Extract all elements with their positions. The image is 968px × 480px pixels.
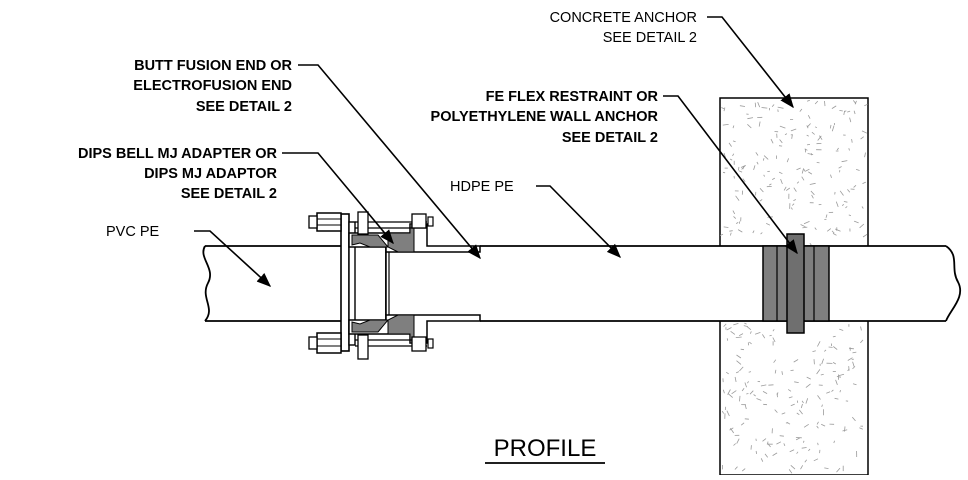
dips-bell-line2: DIPS MJ ADAPTOR xyxy=(144,166,277,182)
concrete-speckle xyxy=(723,172,725,173)
concrete-speckle xyxy=(755,103,756,108)
label-concrete-anchor: CONCRETE ANCHOR SEE DETAIL 2 xyxy=(550,10,697,46)
concrete-speckle xyxy=(780,436,784,437)
butt-fusion-line3: SEE DETAIL 2 xyxy=(196,99,292,115)
concrete-anchor-line2: SEE DETAIL 2 xyxy=(603,30,697,46)
concrete-speckle xyxy=(768,442,769,445)
label-butt-fusion: BUTT FUSION END OR ELECTROFUSION END SEE… xyxy=(133,58,292,115)
drawing-title: PROFILE xyxy=(485,435,605,463)
concrete-speckle xyxy=(777,393,778,397)
label-hdpe: HDPE PE xyxy=(450,179,514,195)
butt-fusion-line1: BUTT FUSION END OR xyxy=(134,58,292,74)
concrete-speckle xyxy=(849,348,854,349)
concrete-speckle xyxy=(817,162,820,163)
concrete-speckle xyxy=(740,396,741,402)
concrete-speckle xyxy=(811,153,812,155)
label-fe-flex: FE FLEX RESTRAINT OR POLYETHYLENE WALL A… xyxy=(431,89,659,146)
concrete-anchor-line1: CONCRETE ANCHOR xyxy=(550,10,697,26)
concrete-speckle xyxy=(825,101,826,106)
pipe-run xyxy=(203,246,960,321)
concrete-speckle xyxy=(746,394,748,395)
title-profile: PROFILE xyxy=(494,435,597,462)
butt-fusion-line2: ELECTROFUSION END xyxy=(133,78,292,94)
fe-flex-line2: POLYETHYLENE WALL ANCHOR xyxy=(431,109,659,125)
concrete-speckle xyxy=(807,144,810,145)
concrete-speckle xyxy=(756,451,757,454)
bottom-bolt xyxy=(309,333,433,359)
label-dips-bell: DIPS BELL MJ ADAPTER OR DIPS MJ ADAPTOR … xyxy=(78,146,278,202)
fe-flex-line3: SEE DETAIL 2 xyxy=(562,130,658,146)
concrete-speckle xyxy=(727,338,728,340)
hdpe-break-line xyxy=(946,246,960,321)
concrete-speckle xyxy=(741,349,744,350)
label-pvc: PVC PE xyxy=(106,224,160,240)
dips-bell-line3: SEE DETAIL 2 xyxy=(181,186,277,202)
fe-flex-line1: FE FLEX RESTRAINT OR xyxy=(486,89,659,105)
concrete-speckle xyxy=(729,231,732,232)
pvc-pipe xyxy=(205,246,386,321)
wall-anchor-restraint xyxy=(763,234,829,333)
dips-bell-line1: DIPS BELL MJ ADAPTER OR xyxy=(78,146,278,162)
